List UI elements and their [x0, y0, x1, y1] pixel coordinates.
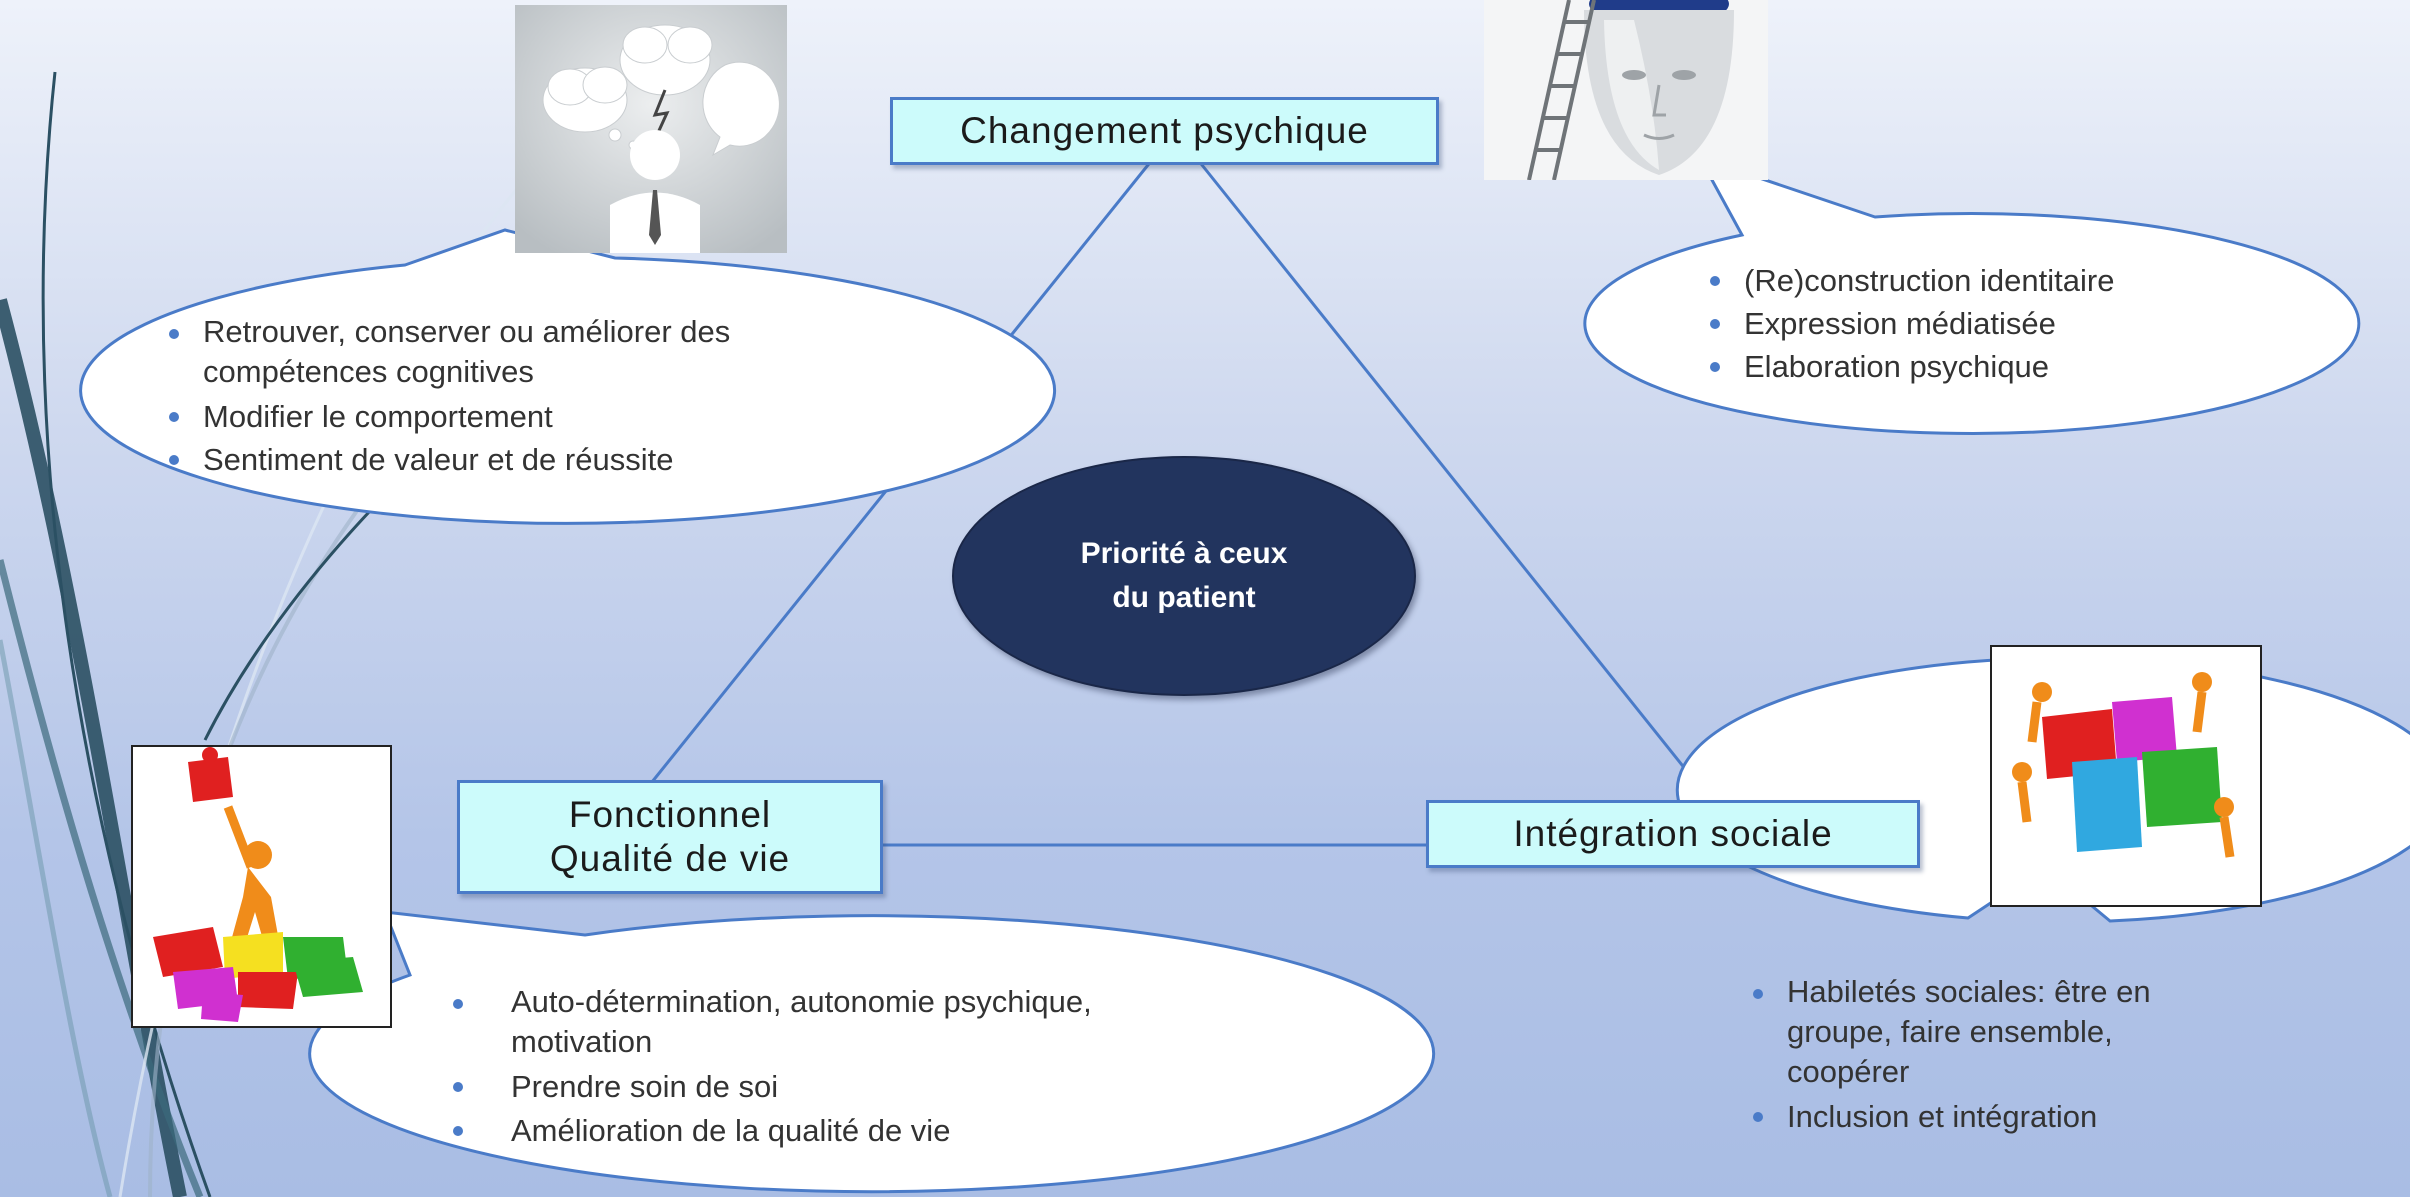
head-ladder-icon: [1484, 0, 1768, 180]
list-item: Sentiment de valeur et de réussite: [165, 438, 805, 481]
list-item: Habiletés sociales: être en groupe, fair…: [1749, 972, 2179, 1092]
node-changement-psychique-label: Changement psychique: [960, 110, 1369, 151]
list-item: Amélioration de la qualité de vie: [437, 1109, 1197, 1153]
callout-bottom-right-list: Habiletés sociales: être en groupe, fair…: [1749, 972, 2179, 1138]
edge-top-right: [1196, 159, 1712, 801]
node-fonctionnel-line-1: Fonctionnel: [568, 794, 772, 835]
center-line-1: Priorité à ceux: [1080, 537, 1288, 570]
callout-bottom-left-shape: [308, 910, 1436, 1194]
person-thought-bubbles-icon: [515, 5, 787, 253]
node-fonctionnel: Fonctionnel Qualité de vie: [457, 780, 883, 894]
callout-top-right-list: (Re)construction identitaire Expression …: [1706, 259, 2266, 388]
list-item: Inclusion et intégration: [1749, 1095, 2179, 1138]
callout-bottom-left-list: Auto-détermination, autonomie psychique,…: [437, 982, 1197, 1153]
list-item: Expression médiatisée: [1706, 302, 2266, 345]
list-item: Auto-détermination, autonomie psychique,…: [437, 982, 1197, 1062]
callout-top-left-shape: [79, 228, 1057, 525]
callout-top-left-list: Retrouver, conserver ou améliorer des co…: [165, 312, 805, 481]
list-item: Modifier le comportement: [165, 395, 805, 438]
puzzle-team-icon: [1990, 645, 2262, 907]
node-changement-psychique: Changement psychique: [890, 97, 1439, 165]
callout-top-right-shape: [1583, 155, 2361, 435]
center-line-2: du patient: [1112, 581, 1256, 614]
list-item: Retrouver, conserver ou améliorer des co…: [165, 312, 805, 392]
puzzle-person-icon: [131, 745, 392, 1028]
list-item: Elaboration psychique: [1706, 345, 2266, 388]
list-item: Prendre soin de soi: [437, 1065, 1197, 1109]
center-priority-ellipse: Priorité à ceux du patient: [952, 456, 1416, 696]
list-item: (Re)construction identitaire: [1706, 259, 2266, 302]
node-integration-sociale: Intégration sociale: [1426, 800, 1920, 868]
node-integration-sociale-label: Intégration sociale: [1513, 813, 1833, 854]
node-fonctionnel-line-2: Qualité de vie: [549, 838, 791, 879]
